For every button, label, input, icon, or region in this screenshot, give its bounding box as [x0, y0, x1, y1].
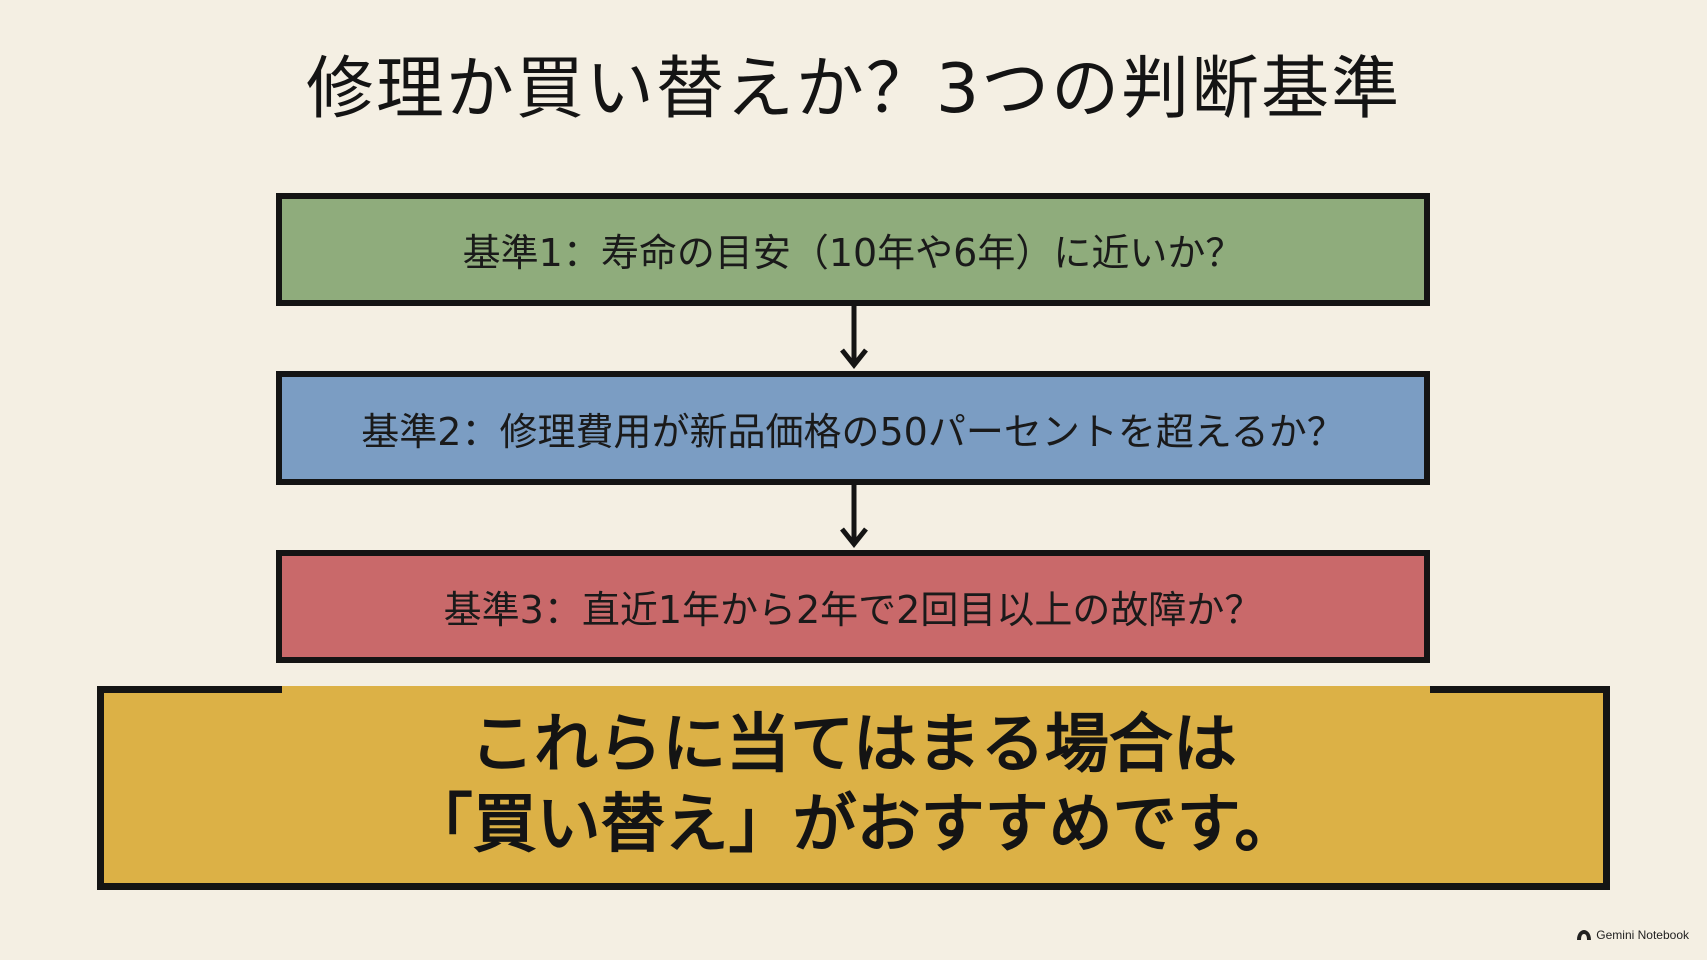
notebook-logo-icon: [1577, 930, 1592, 940]
conclusion-box: これらに当てはまる場合は 「買い替え」がおすすめです。: [97, 686, 1610, 890]
down-arrow-icon: [840, 306, 868, 370]
criterion-label-2: 基準2：修理費用が新品価格の50パーセントを超えるか？: [361, 409, 1345, 454]
conclusion-border-left: [97, 686, 282, 693]
criterion-label-3: 基準3：直近1年から2年で2回目以上の故障か？: [443, 588, 1263, 632]
watermark: Gemini Notebook: [1576, 928, 1689, 942]
criterion-box-1: 基準1：寿命の目安（10年や6年）に近いか？: [276, 193, 1430, 306]
slide-title: 修理か買い替えか？3つの判断基準: [305, 50, 1402, 129]
watermark-text: Gemini Notebook: [1596, 928, 1689, 942]
down-arrow-icon: [840, 485, 868, 549]
criterion-box-3: 基準3：直近1年から2年で2回目以上の故障か？: [276, 550, 1430, 663]
conclusion-line-1: これらに当てはまる場合は: [470, 707, 1237, 782]
criterion-label-1: 基準1：寿命の目安（10年や6年）に近いか？: [462, 231, 1244, 275]
conclusion-line-2: 「買い替え」がおすすめです。: [408, 787, 1299, 862]
conclusion-border-right: [1430, 686, 1610, 693]
criterion-box-2: 基準2：修理費用が新品価格の50パーセントを超えるか？: [276, 371, 1430, 485]
